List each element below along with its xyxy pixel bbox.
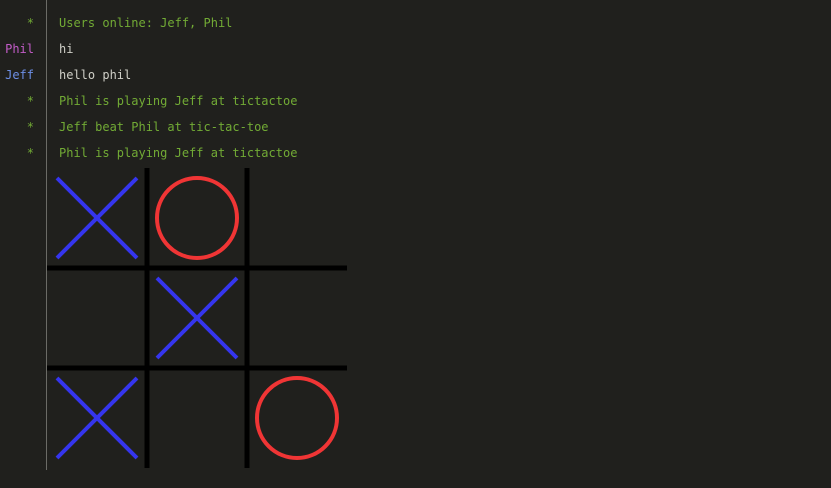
message-text: hello phil <box>59 68 132 82</box>
x-mark <box>55 176 139 260</box>
message-text: Phil is playing Jeff at tictactoe <box>59 94 298 108</box>
x-mark <box>155 276 239 360</box>
board-grid <box>47 168 347 468</box>
x-stroke <box>155 276 239 360</box>
message-text: Phil is playing Jeff at tictactoe <box>59 146 298 160</box>
nick-label: Jeff <box>5 68 34 82</box>
nick-label: * <box>26 146 34 160</box>
nick-label: * <box>26 94 34 108</box>
gutter-divider <box>46 0 47 470</box>
message-text: hi <box>59 42 74 56</box>
chat-line: Phil hi <box>0 31 600 57</box>
chat-line: * Jeff beat Phil at tic-tac-toe <box>0 109 600 135</box>
chat-line: * Phil is playing Jeff at tictactoe <box>0 135 600 161</box>
o-mark <box>155 176 239 260</box>
nick-label: Phil <box>5 42 34 56</box>
board-cells <box>55 176 339 460</box>
chat-line: Jeff hello phil <box>0 57 600 83</box>
x-stroke <box>55 376 139 460</box>
tictactoe-board <box>47 168 347 468</box>
message-text: Users online: Jeff, Phil <box>59 16 233 30</box>
chat-line: * Users online: Jeff, Phil <box>0 5 600 31</box>
o-mark <box>255 376 339 460</box>
nick-label: * <box>26 16 34 30</box>
chat-line: * Phil is playing Jeff at tictactoe <box>0 83 600 109</box>
x-mark <box>55 376 139 460</box>
message-text: Jeff beat Phil at tic-tac-toe <box>59 120 269 134</box>
x-stroke <box>55 176 139 260</box>
nick-label: * <box>26 120 34 134</box>
